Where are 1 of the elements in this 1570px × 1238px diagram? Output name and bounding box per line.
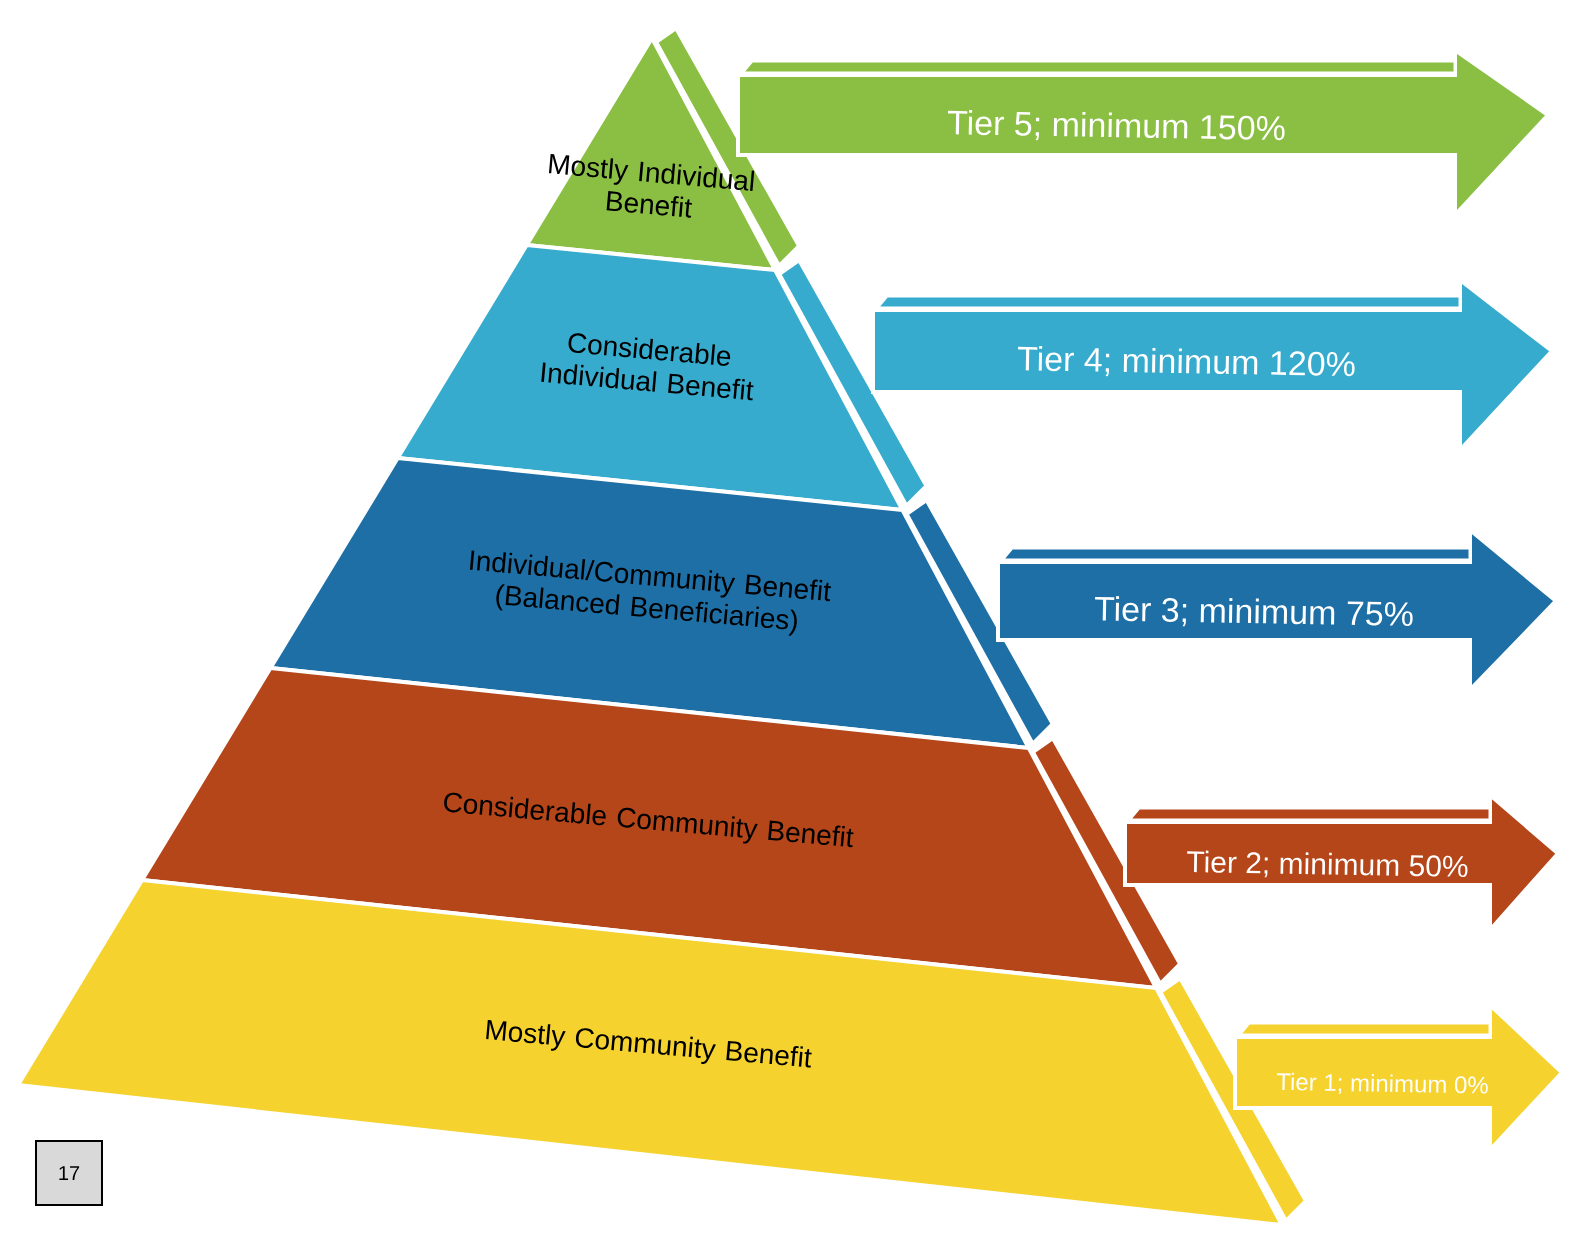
page-number-box: 17 xyxy=(35,1140,103,1206)
